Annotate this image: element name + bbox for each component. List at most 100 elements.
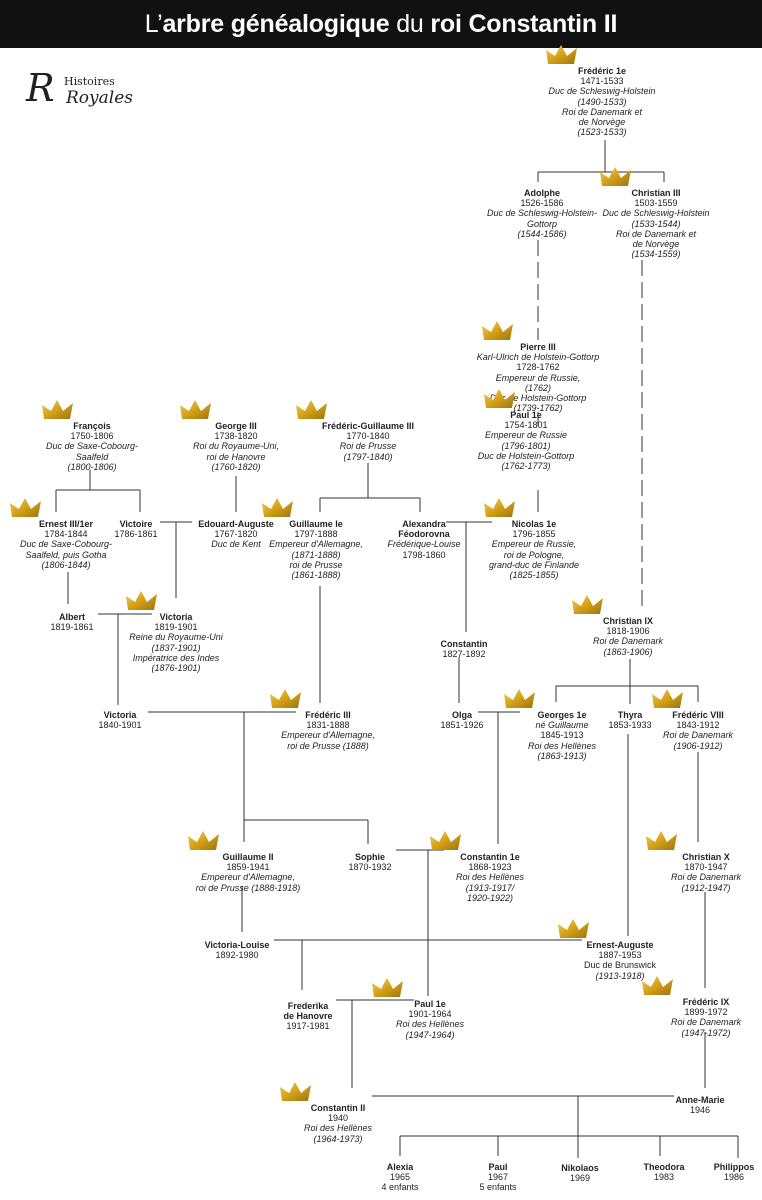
person-title: Duc de Kent [211, 539, 261, 550]
person-name: Ernest III/1er [38, 519, 94, 529]
person-title: Duc de Saxe-Cobourg- [19, 539, 113, 550]
person-name: Victoria [103, 710, 137, 720]
person-dates: 1831-1888 [306, 720, 350, 731]
person-name: Constantin [440, 639, 488, 649]
person-name: Victoire [119, 519, 153, 529]
person-name: Nicolas 1e [511, 519, 557, 529]
person-title: (1797-1840) [343, 451, 393, 462]
person-name: Edouard-Auguste [198, 519, 274, 529]
person-title: Roi de Prusse [339, 441, 397, 452]
person-dates: 1798-1860 [402, 549, 446, 560]
person-dates: 1471-1533 [580, 76, 624, 87]
person-name: Guillaume Ie [289, 519, 343, 529]
person-dates: 1917-1981 [286, 1021, 330, 1032]
histoires-royales-logo: R Histoires Royales [26, 68, 136, 114]
person-title: Empereur de Russie [484, 430, 568, 441]
person-dates: 1796-1855 [512, 529, 556, 540]
person-title: Roi du Royaume-Uni, [192, 441, 280, 452]
person-name: Guillaume II [222, 852, 274, 862]
person-dates: 4 enfants [381, 1182, 419, 1193]
crown-icon [42, 399, 74, 421]
person-dates: 1967 [487, 1172, 509, 1183]
person-name: Victoria-Louise [204, 940, 270, 950]
crown-icon [572, 594, 604, 616]
person-title: Duc de Holstein-Gottorp [477, 450, 575, 461]
crown-icon [262, 497, 294, 519]
title-banner: L’arbre généalogique du roi Constantin I… [0, 0, 762, 48]
person-title: (1544-1586) [517, 228, 567, 239]
person-name: Sophie [354, 852, 386, 862]
person-name: Olga [451, 710, 473, 720]
title-mid: du [389, 9, 431, 38]
person-title: Duc de Saxe-Cobourg- [45, 441, 139, 452]
person-dates: 1526-1586 [520, 198, 564, 209]
person-title: grand-duc de Finlande [488, 559, 580, 570]
crown-icon [642, 975, 674, 997]
crown-icon [600, 166, 632, 188]
person-title: Duc de Holstein-Gottorp [489, 393, 587, 404]
person-dates: 1754-1801 [504, 420, 548, 431]
person-dates: 1851-1926 [440, 720, 484, 731]
person-title: Roi de Danemark et [615, 228, 697, 239]
person-title: Roi de Danemark [670, 872, 742, 883]
person-title: (1800-1806) [67, 461, 117, 472]
person-name: Frédéric III [305, 710, 351, 720]
person-title: Gottorp [526, 218, 558, 229]
person-title: (1863-1906) [603, 646, 653, 657]
person-name: Ernest-Auguste [586, 940, 654, 950]
person-title: Duc de Schleswig-Holstein [602, 208, 710, 219]
crown-icon [296, 399, 328, 421]
person-dates: 1853-1933 [608, 720, 652, 731]
person-name: Paul 1e [510, 410, 542, 420]
person-dates: 1843-1912 [676, 720, 720, 731]
person-title: Roi de Danemark [662, 730, 734, 741]
person-title: (1871-1888) [291, 549, 341, 560]
person-name: Thyra [617, 710, 643, 720]
person-dates: 1750-1806 [70, 431, 114, 442]
person-dates: 1827-1892 [442, 649, 486, 660]
person-title: (1912-1947) [681, 882, 731, 893]
person-dates: 1818-1906 [606, 626, 650, 637]
person-name: Christian X [682, 852, 730, 862]
person-name: Frédéric IX [682, 997, 730, 1007]
person-title: Empereur d'Allemagne, [269, 539, 363, 550]
person-title: (1523-1533) [577, 127, 627, 138]
person-dates: 1859-1941 [226, 862, 270, 873]
person-title: Roi des Hellènes [395, 1019, 465, 1030]
person-title: (1947-1972) [681, 1027, 731, 1038]
person-name: Adolphe [523, 188, 560, 198]
person-dates: 1797-1888 [294, 529, 338, 540]
person-title: (1825-1855) [509, 570, 559, 581]
crown-icon [372, 977, 404, 999]
person-title: de Norvège [578, 117, 626, 128]
person-name: Pierre III [520, 342, 556, 352]
person-title: Saalfeld, puis Gotha [25, 549, 107, 560]
person-title: (1796-1801) [501, 440, 551, 451]
person-name: Georges 1e [537, 710, 587, 720]
person-name: Alexandra [402, 519, 446, 529]
logo-word-1: Histoires [64, 75, 115, 88]
